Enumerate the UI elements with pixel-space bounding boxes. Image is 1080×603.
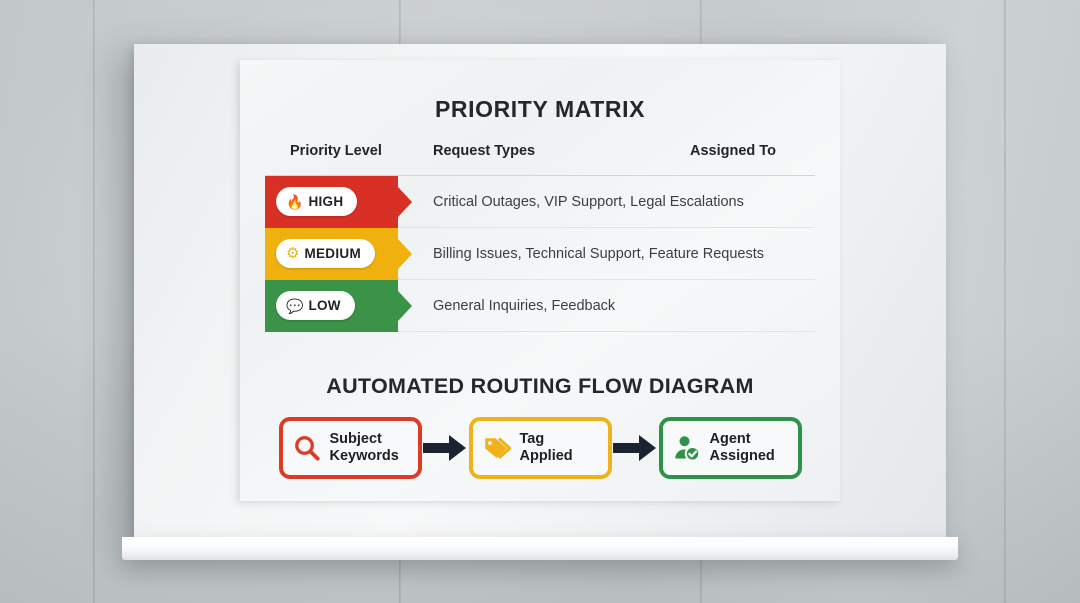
flow-node-label: Agent Assigned [709,431,775,464]
status-badge: 🔥 HIGH [276,187,358,216]
matrix-rows: 🔥 HIGH Critical Outages, VIP Support, Le… [265,176,815,332]
flow-arrow-2 [612,433,659,463]
column-header-assigned-to: Assigned To [690,143,776,159]
column-header-request-types: Request Types [433,143,536,159]
frame-ledge [122,537,958,560]
priority-matrix: Priority Level Request Types Assigned To… [240,143,840,332]
routing-flow-diagram: Subject Keywords [240,417,840,479]
request-types-low: General Inquiries, Feedback [433,298,616,314]
priority-band-arrow [398,239,412,269]
page-title: PRIORITY MATRIX [434,96,646,122]
flow-node-tag-applied[interactable]: Tag Applied [468,417,612,479]
request-types-medium: Billing Issues, Technical Support, Featu… [433,246,764,262]
table-row: 🔥 HIGH Critical Outages, VIP Support, Le… [265,176,815,228]
person-check-icon [672,433,702,463]
status-badge: ⚙ MEDIUM [276,239,375,268]
status-badge: 💬 LOW [276,291,355,320]
wall-seam-1 [93,0,95,603]
tag-icon [482,433,512,463]
chat-bubble-icon: 💬 [286,297,304,314]
table-row: 💬 LOW General Inquiries, Feedback [265,280,815,332]
flow-node-label: Tag Applied [519,431,573,464]
priority-band-arrow [398,291,412,321]
wall-seam-4 [1004,0,1006,603]
priority-band-high: 🔥 HIGH [265,176,412,228]
picture-frame: PRIORITY MATRIX Priority Level Request T… [134,44,946,540]
poster: PRIORITY MATRIX Priority Level Request T… [240,60,840,501]
magnifier-icon [292,433,322,463]
header-divider [265,175,815,176]
status-badge-label: MEDIUM [304,246,361,261]
flow-node-subject-keywords[interactable]: Subject Keywords [278,417,422,479]
matrix-column-headers: Priority Level Request Types Assigned To [265,143,815,171]
priority-band-arrow [398,187,412,217]
flow-diagram-title: AUTOMATED ROUTING FLOW DIAGRAM [326,374,754,398]
flame-icon: 🔥 [286,193,304,210]
gear-icon: ⚙ [286,245,300,262]
priority-band-medium: ⚙ MEDIUM [265,228,412,280]
column-header-priority: Priority Level [290,143,382,159]
request-types-high: Critical Outages, VIP Support, Legal Esc… [433,194,744,210]
flow-node-label: Subject Keywords [329,431,399,464]
flow-arrow-1 [422,433,469,463]
flow-node-agent-assigned[interactable]: Agent Assigned [658,417,802,479]
table-row: ⚙ MEDIUM Billing Issues, Technical Suppo… [265,228,815,280]
status-badge-label: LOW [308,298,341,313]
status-badge-label: HIGH [308,194,344,209]
priority-band-low: 💬 LOW [265,280,412,332]
